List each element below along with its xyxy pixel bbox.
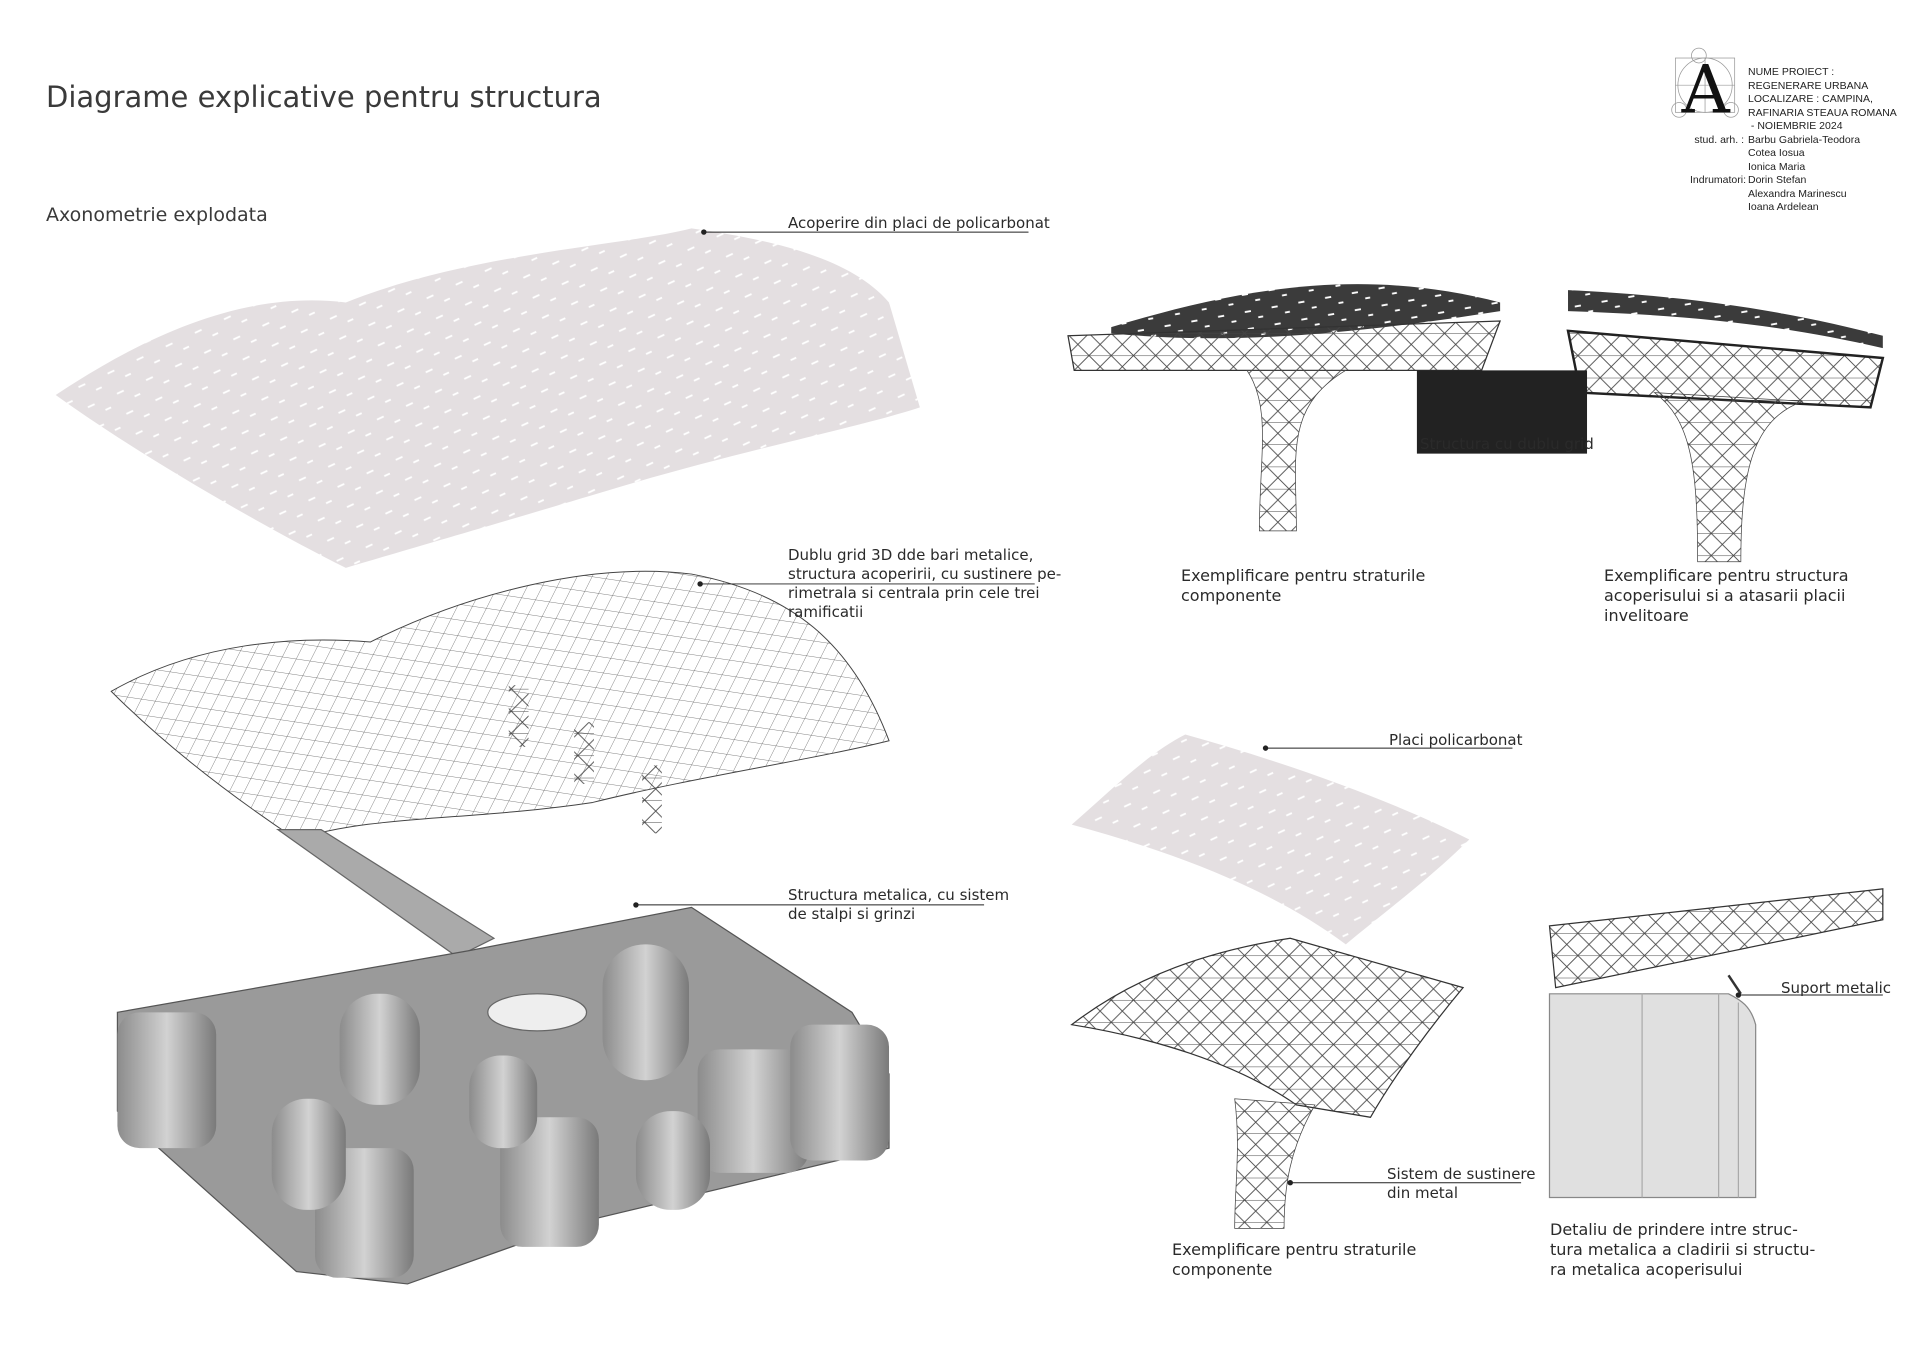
grid-structure-drawing — [110, 570, 890, 841]
leader-lines — [633, 229, 1883, 1186]
double-grid-example-drawing — [1067, 284, 1502, 532]
title-block: NUME PROIECT : REGENERARE URBANA LOCALIZ… — [1690, 66, 1897, 215]
label-polycarbonate: Placi policarbonat — [1389, 731, 1523, 749]
label-metal-support: Suport metalic — [1781, 979, 1892, 997]
caption-detail: Detaliu de prindere intre struc- tura me… — [1550, 1220, 1816, 1279]
tutors-label: Indrumatori: — [1690, 174, 1747, 186]
students-label: stud. arh. : — [1694, 133, 1744, 146]
roof-attachment-example-drawing — [1566, 290, 1885, 563]
support-detail-drawing — [1548, 888, 1884, 1199]
project-line: LOCALIZARE : CAMPINA, — [1748, 93, 1873, 105]
student-name: Ionica Maria — [1748, 160, 1806, 173]
project-line: - NOIEMBRIE 2024 — [1748, 120, 1843, 132]
tutor-name: Alexandra Marinescu — [1748, 187, 1847, 200]
label-structure: Structura metalica, cu sistem de stalpi … — [788, 886, 1010, 923]
project-line: RAFINARIA STEAUA ROMANA — [1748, 106, 1897, 119]
caption-layers-bottom: Exemplificare pentru straturile componen… — [1172, 1240, 1417, 1279]
project-line: NUME PROIECT : — [1748, 66, 1835, 78]
page-title: Diagrame explicative pentru structura — [46, 80, 602, 114]
student-name: Cotea Iosua — [1748, 147, 1805, 159]
label-support-system: Sistem de sustinere din metal — [1387, 1165, 1536, 1202]
label-roof: Acoperire din placi de policarbonat — [788, 214, 1050, 232]
polycarbonate-example-drawing — [1070, 734, 1470, 1229]
project-line: REGENERARE URBANA — [1748, 79, 1869, 92]
caption-layers-top: Exemplificare pentru straturile componen… — [1181, 566, 1426, 605]
tutor-name: Dorin Stefan — [1748, 174, 1807, 186]
svg-text:A: A — [1681, 50, 1731, 128]
label-grid: Dublu grid 3D dde bari metalice, structu… — [788, 546, 1062, 621]
building-structure-drawing — [116, 828, 890, 1285]
student-name: Barbu Gabriela-Teodora — [1748, 133, 1861, 146]
roof-surface-drawing — [55, 228, 920, 568]
label-double-grid: Structura cu dublu grid — [1420, 435, 1594, 453]
caption-roof-attach: Exemplificare pentru structura acoperisu… — [1604, 566, 1849, 625]
section-subtitle: Axonometrie explodata — [46, 204, 268, 226]
logo-graphic: A — [1671, 47, 1739, 128]
tutor-name: Ioana Ardelean — [1748, 201, 1819, 213]
